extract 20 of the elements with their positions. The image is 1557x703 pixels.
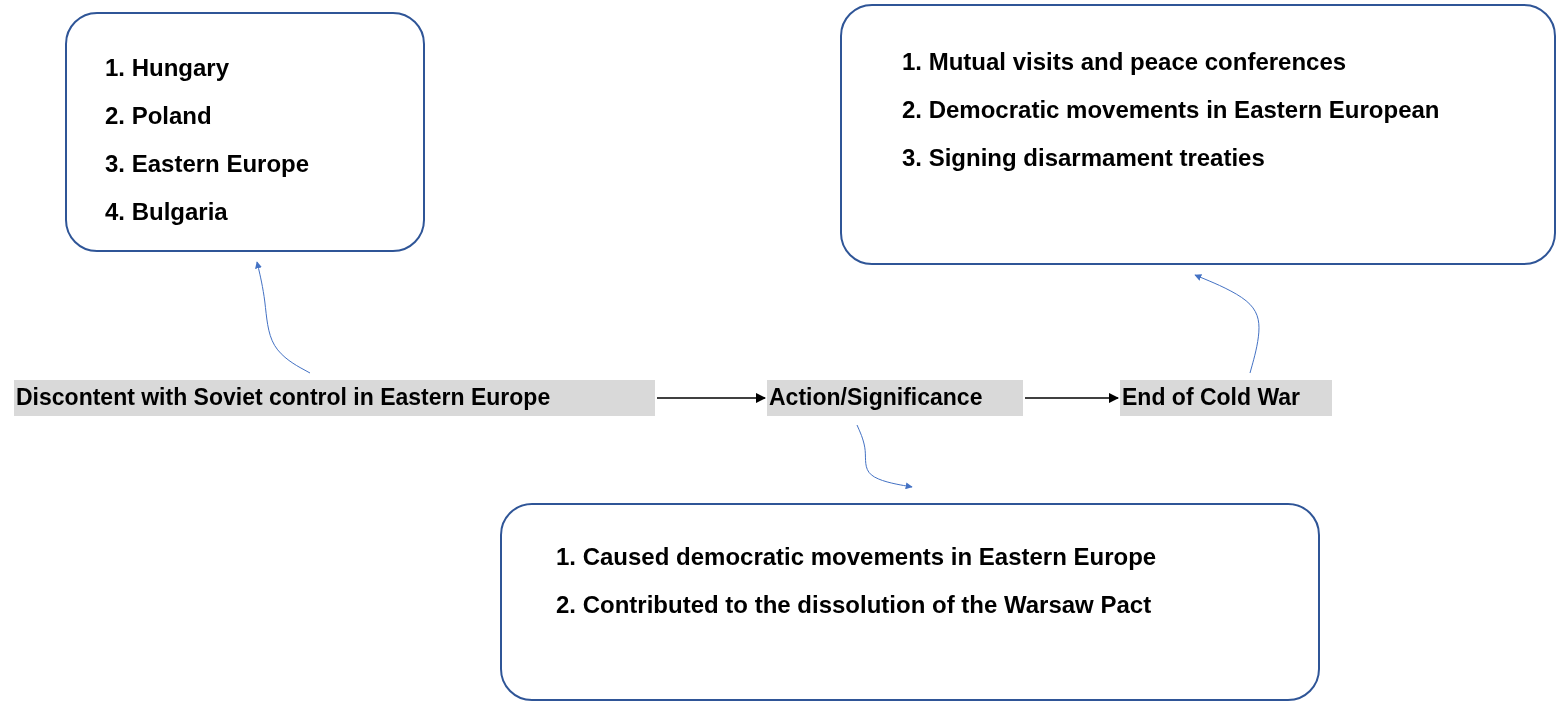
list-item: 2. Contributed to the dissolution of the Warsaw Pact [556,590,1153,620]
highlighted-text: Discontent with Soviet control in Eastern Europe [14,380,655,416]
rounded-box [500,503,1320,701]
highlighted-text: End of Cold War [1120,380,1332,416]
rounded-box [840,4,1556,265]
list-item: 3. Eastern Europe [105,149,311,179]
rounded-box [65,12,425,252]
arrow [1194,274,1260,374]
list-item: 1. Caused democratic movements in Eastern Europe [556,542,1158,572]
list-item: 1. Mutual visits and peace conferences [902,47,1348,77]
arrow [1024,392,1120,404]
arrow [255,261,311,374]
list-item: 4. Bulgaria [105,197,229,227]
list-item: 1. Hungary [105,53,231,83]
arrow [656,392,767,404]
highlighted-text: Action/Significance [767,380,1023,416]
list-item: 2. Democratic movements in Eastern European [902,95,1441,125]
arrow [856,424,913,490]
list-item: 3. Signing disarmament treaties [902,143,1266,173]
list-item: 2. Poland [105,101,213,131]
